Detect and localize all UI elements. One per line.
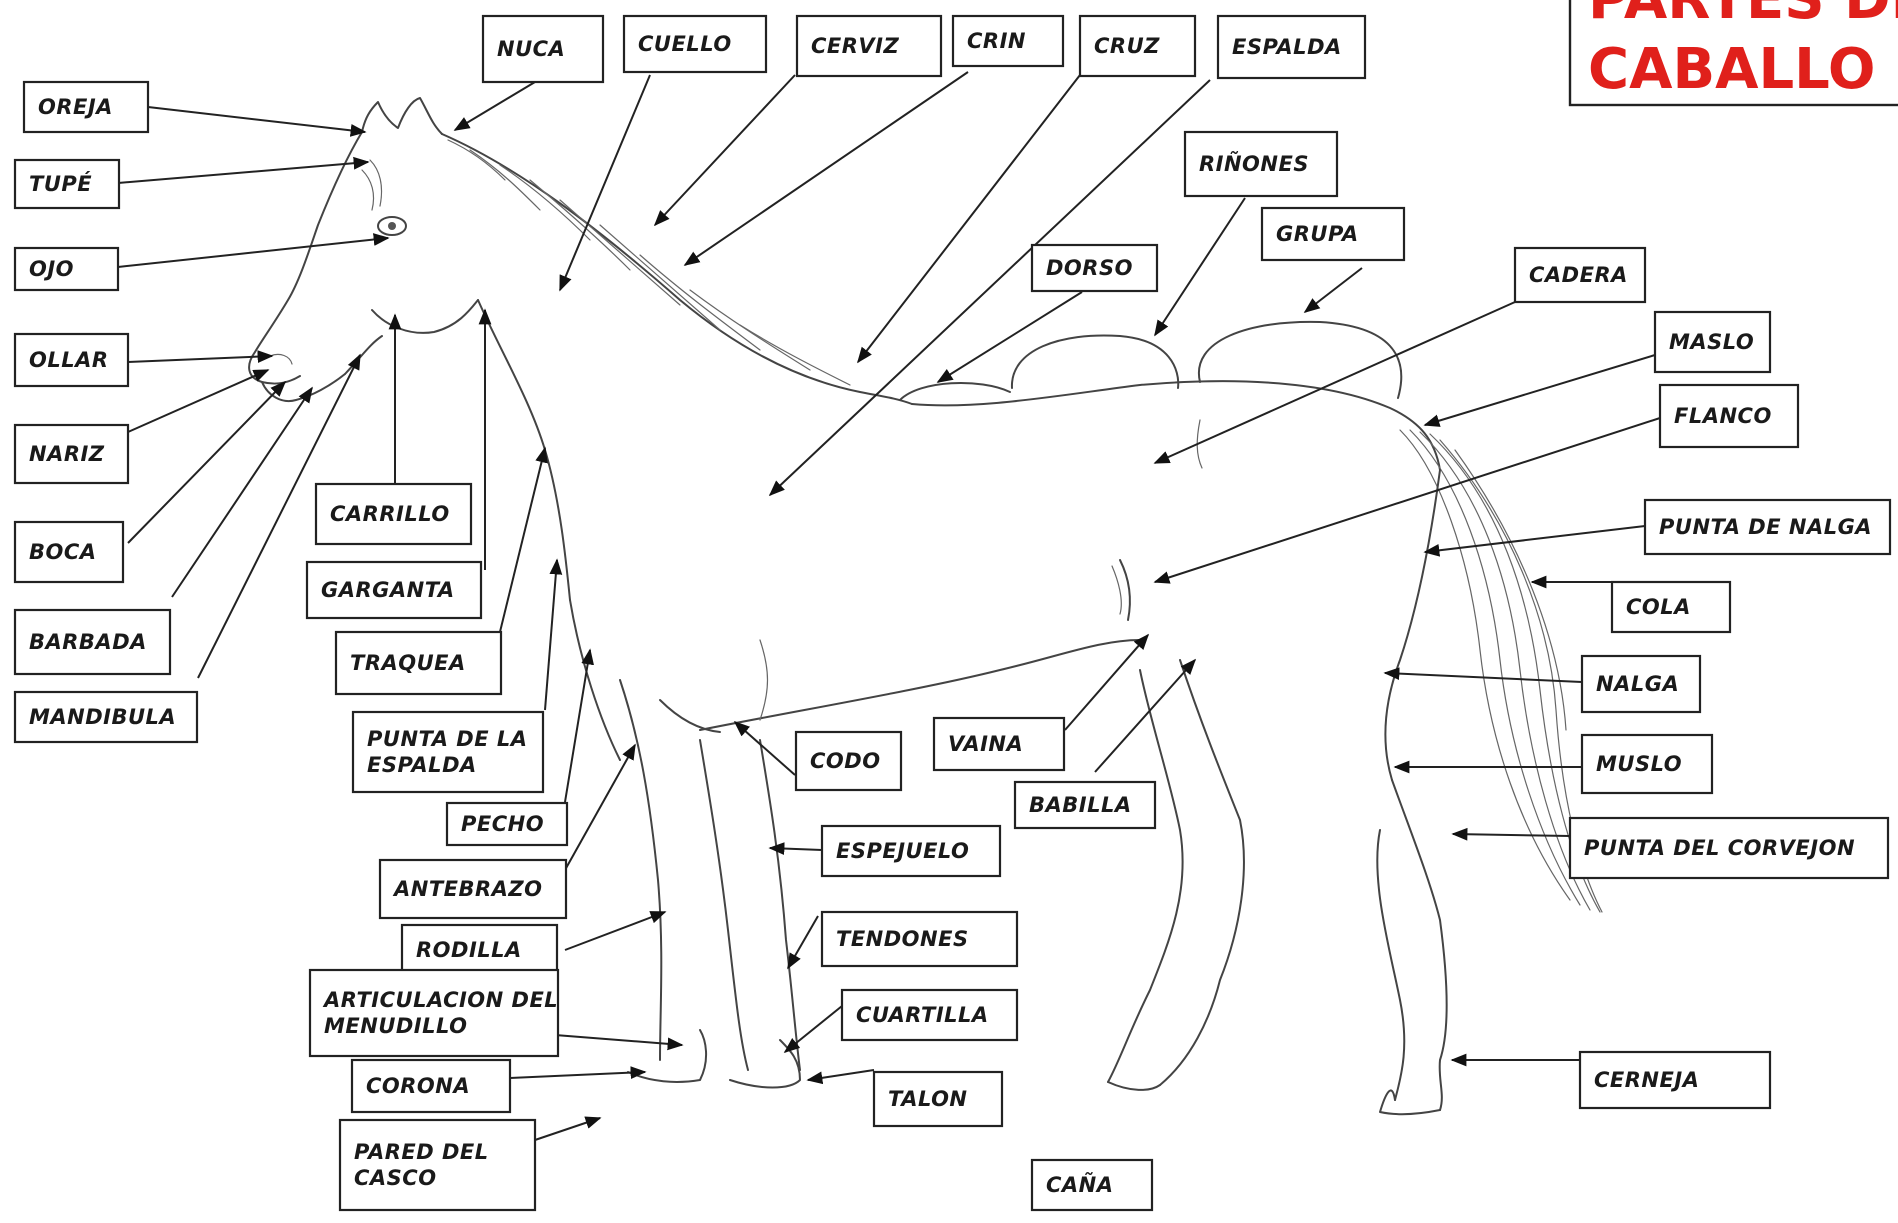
label-text: CRUZ — [1094, 34, 1160, 58]
part-label: COLA — [1612, 582, 1730, 632]
label-text: CUARTILLA — [856, 1003, 989, 1027]
part-label: DORSO — [1032, 245, 1157, 291]
part-label: MASLO — [1655, 312, 1770, 372]
label-text: VAINA — [948, 732, 1023, 756]
part-label: GARGANTA — [307, 562, 481, 618]
part-label: CERVIZ — [797, 16, 941, 76]
part-label: VAINA — [934, 718, 1064, 770]
label-text: CUELLO — [638, 32, 732, 56]
part-label: CORONA — [352, 1060, 510, 1112]
label-box — [310, 970, 558, 1056]
part-label: TUPÉ — [15, 160, 119, 208]
label-text: CERNEJA — [1594, 1068, 1699, 1092]
label-box — [340, 1120, 535, 1210]
label-text: OREJA — [38, 95, 113, 119]
part-label: CERNEJA — [1580, 1052, 1770, 1108]
part-label: CAÑA — [1032, 1160, 1152, 1210]
label-text: ESPALDA — [1232, 35, 1342, 59]
part-label: ANTEBRAZO — [380, 860, 566, 918]
part-label: RIÑONES — [1185, 132, 1337, 196]
part-label: CADERA — [1515, 248, 1645, 302]
part-label: CARRILLO — [316, 484, 471, 544]
label-text: NALGA — [1596, 672, 1679, 696]
part-label: OREJA — [24, 82, 148, 132]
label-text: ESPEJUELO — [836, 839, 969, 863]
part-label: NALGA — [1582, 656, 1700, 712]
label-text: RODILLA — [416, 938, 522, 962]
part-label: MANDIBULA — [15, 692, 197, 742]
part-label: CUELLO — [624, 16, 766, 72]
part-label: PECHO — [447, 803, 567, 845]
part-label: BABILLA — [1015, 782, 1155, 828]
part-label: GRUPA — [1262, 208, 1404, 260]
label-text: TALON — [888, 1087, 968, 1111]
part-label: TALON — [874, 1072, 1002, 1126]
part-label: TENDONES — [822, 912, 1017, 966]
label-text: CERVIZ — [811, 34, 899, 58]
label-text: CADERA — [1529, 263, 1628, 287]
label-text: TRAQUEA — [350, 651, 466, 675]
part-label: CUARTILLA — [842, 990, 1017, 1040]
part-label: CRUZ — [1080, 16, 1195, 76]
label-box — [353, 712, 543, 792]
label-text: OJO — [29, 257, 74, 281]
label-text: DORSO — [1046, 256, 1133, 280]
label-text: CARRILLO — [330, 502, 450, 526]
label-text: NUCA — [497, 37, 565, 61]
part-label: CODO — [796, 732, 901, 790]
part-label: CRIN — [953, 16, 1063, 66]
label-text: BOCA — [29, 540, 97, 564]
label-text: MANDIBULA — [29, 705, 176, 729]
label-text: GRUPA — [1276, 222, 1359, 246]
part-label: RODILLA — [402, 925, 557, 975]
label-text: BARBADA — [29, 630, 147, 654]
label-text: CODO — [810, 749, 881, 773]
part-label: PUNTA DEL CORVEJON — [1570, 818, 1888, 878]
part-label: BOCA — [15, 522, 123, 582]
label-text: TUPÉ — [29, 171, 92, 196]
part-label: OJO — [15, 248, 118, 290]
title-line-1: PARTES DEL — [1588, 0, 1898, 32]
label-boxes: NUCA CUELLO CERVIZ CRIN CRUZ ESPALDA OREJA TUPÉ… — [15, 16, 1890, 1210]
label-text: CAÑA — [1046, 1172, 1114, 1197]
label-text: MUSLO — [1596, 752, 1682, 776]
label-text: CRIN — [967, 29, 1026, 53]
part-label: OLLAR — [15, 334, 128, 386]
label-text: RIÑONES — [1199, 151, 1309, 176]
label-text: CORONA — [366, 1074, 470, 1098]
label-text: OLLAR — [29, 348, 109, 372]
part-label: PARED DELCASCO — [340, 1120, 535, 1210]
label-text: FLANCO — [1674, 404, 1772, 428]
part-label: TRAQUEA — [336, 632, 501, 694]
label-text: PUNTA DE NALGA — [1659, 515, 1872, 539]
title-line-2: CABALLO — [1588, 37, 1875, 102]
label-text: GARGANTA — [321, 578, 455, 602]
label-text: COLA — [1626, 595, 1691, 619]
part-label: NUCA — [483, 16, 603, 82]
label-text: TENDONES — [836, 927, 969, 951]
label-text: MASLO — [1669, 330, 1754, 354]
label-text: PUNTA DEL CORVEJON — [1584, 836, 1855, 860]
label-text: ANTEBRAZO — [392, 877, 543, 901]
title-block: PARTES DEL CABALLO — [1570, 0, 1898, 105]
part-label: ESPALDA — [1218, 16, 1365, 78]
label-text: NARIZ — [29, 442, 105, 466]
part-label: PUNTA DE NALGA — [1645, 500, 1890, 554]
part-label: FLANCO — [1660, 385, 1798, 447]
label-text: BABILLA — [1029, 793, 1132, 817]
part-label: PUNTA DE LAESPALDA — [353, 712, 543, 792]
part-label: BARBADA — [15, 610, 170, 674]
label-text: PECHO — [461, 812, 544, 836]
part-label: NARIZ — [15, 425, 128, 483]
part-label: ESPEJUELO — [822, 826, 1000, 876]
part-label: MUSLO — [1582, 735, 1712, 793]
